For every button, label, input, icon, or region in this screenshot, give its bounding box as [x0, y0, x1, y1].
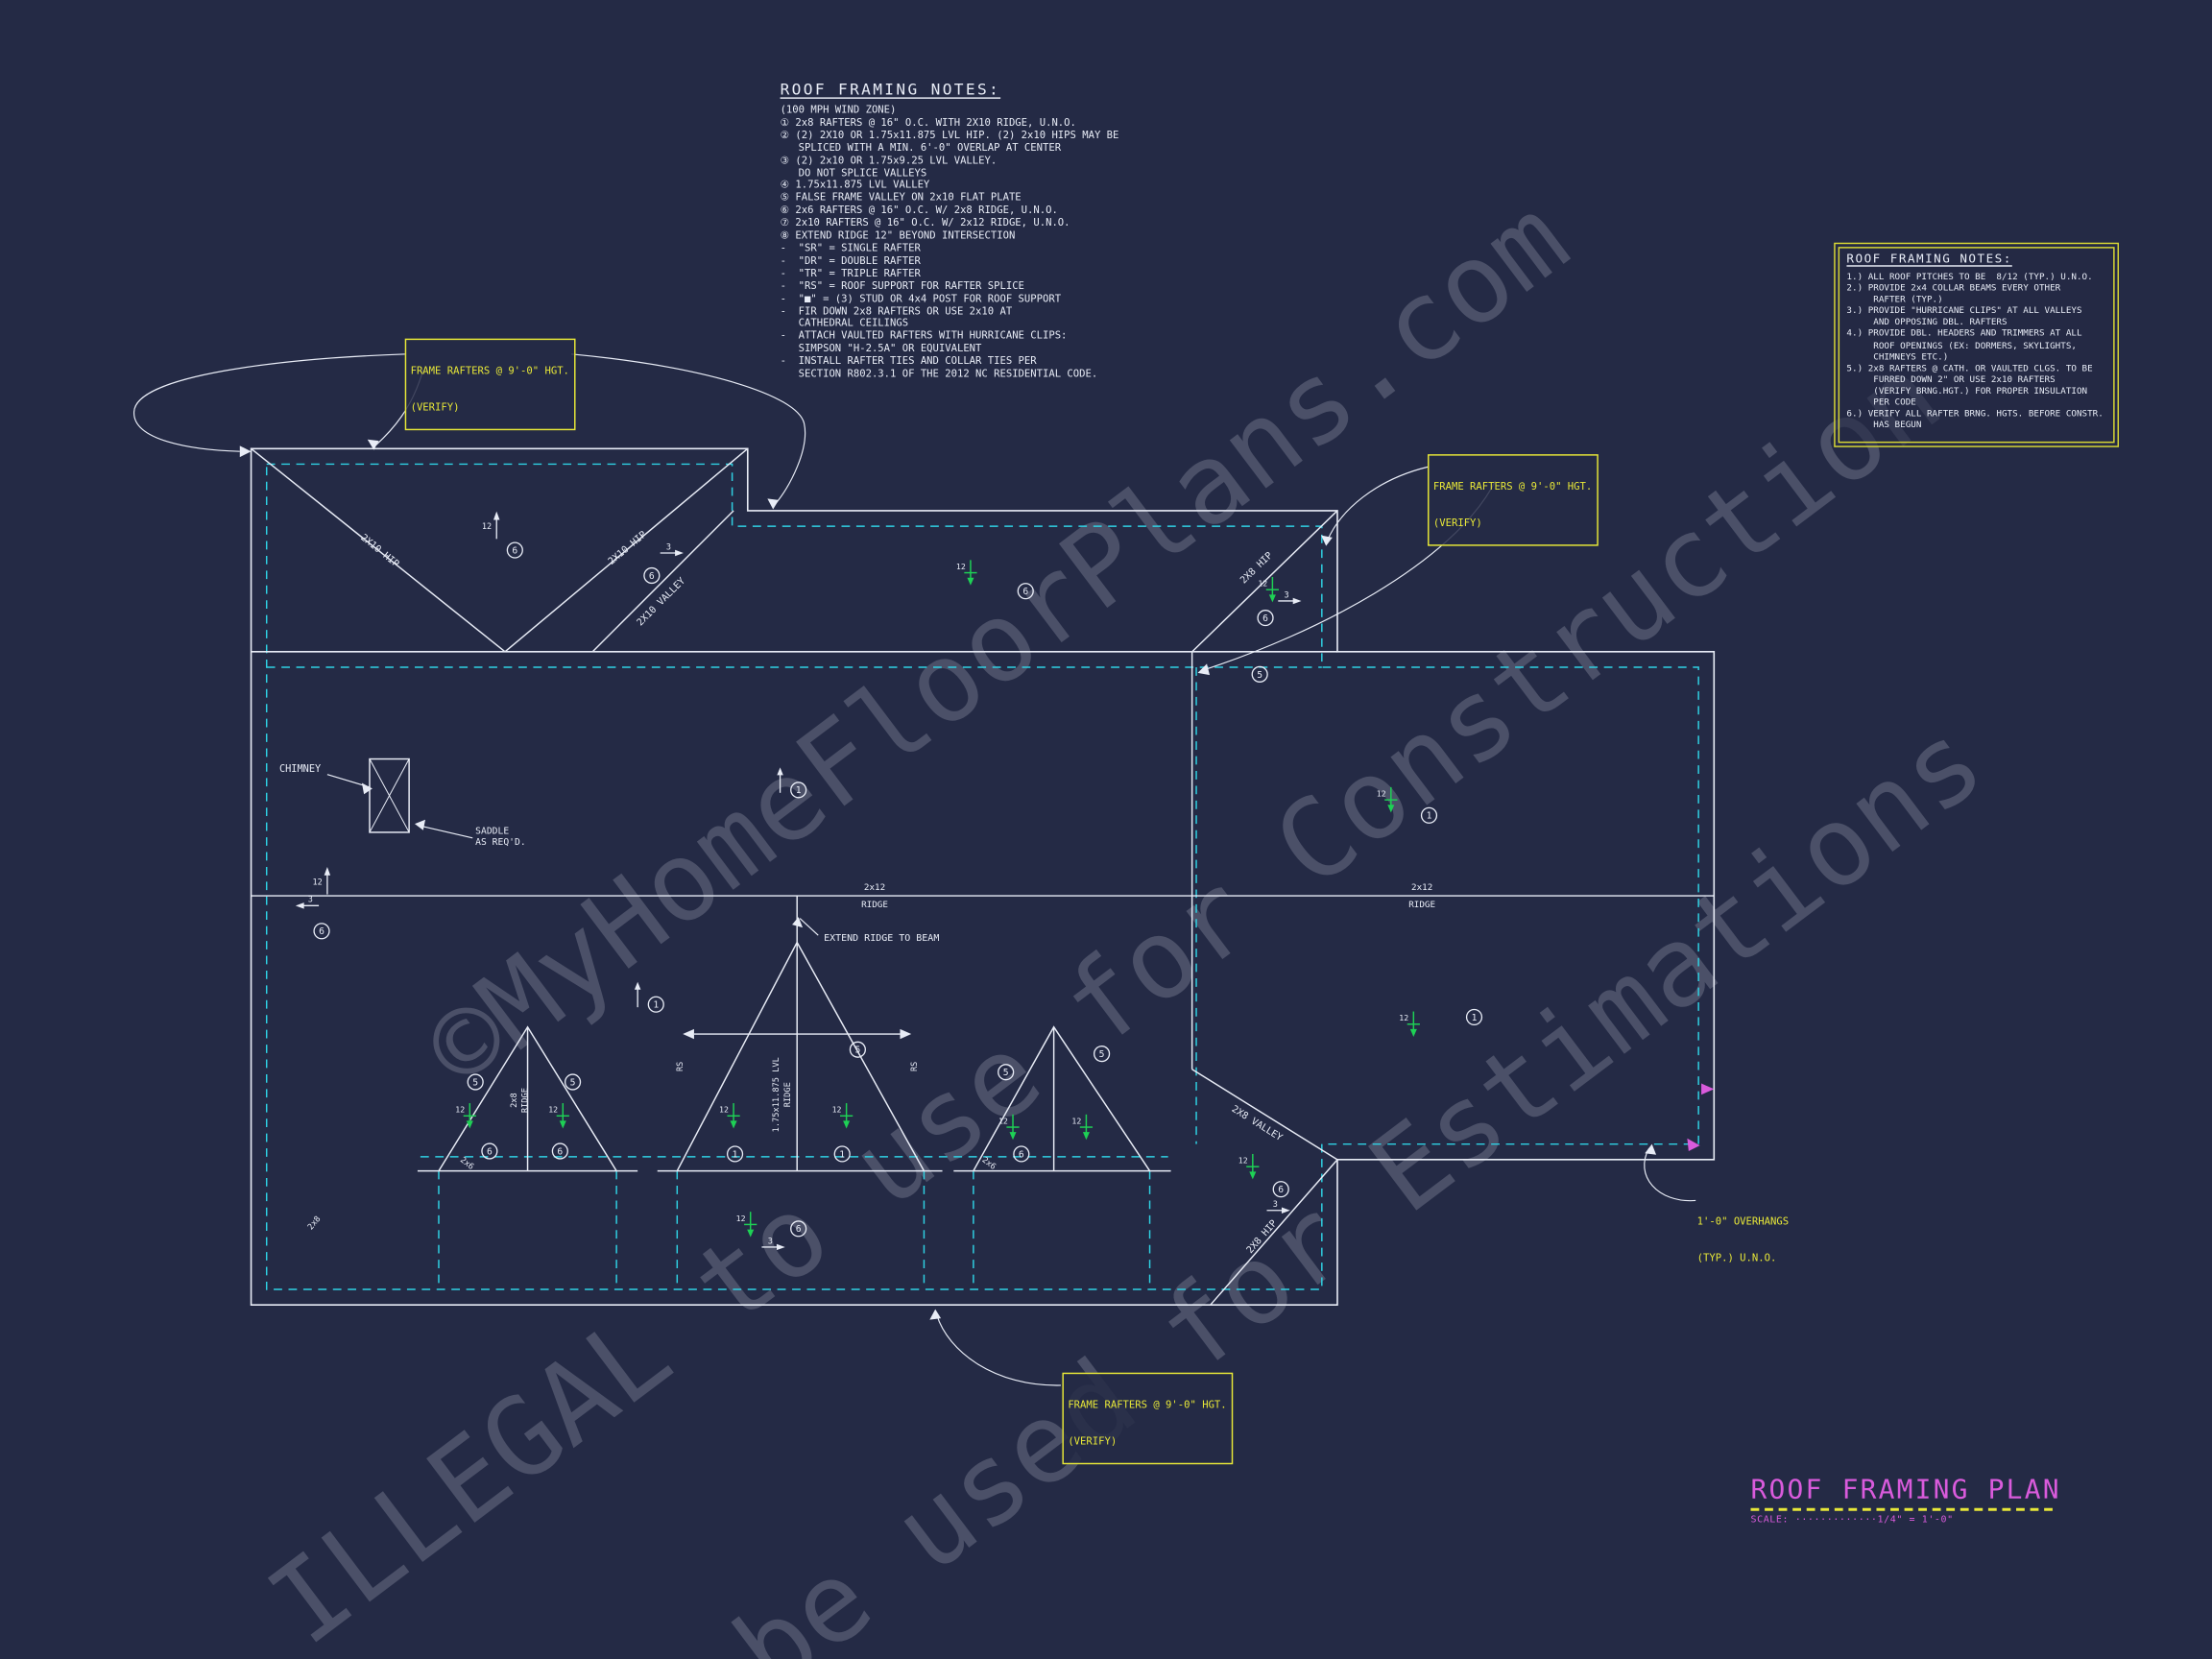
note-line: - "TR" = TRIPLE RAFTER: [780, 266, 921, 279]
note-line: FURRED DOWN 2" OR USE 2x10 RAFTERS: [1846, 374, 2056, 385]
callout-line-1: FRAME RAFTERS @ 9'-0" HGT.: [410, 364, 569, 377]
notes-title: ROOF FRAMING NOTES:: [780, 80, 1001, 99]
wall-dashed-lines: [265, 463, 1699, 1290]
note-line: ⑥ 2x6 RAFTERS @ 16" O.C. W/ 2x8 RIDGE, U…: [780, 203, 1058, 217]
frame-rafters-callout-bottom: FRAME RAFTERS @ 9'-0" HGT. (VERIFY): [1062, 1372, 1233, 1465]
note-line: 3.) PROVIDE "HURRICANE CLIPS" AT ALL VAL…: [1846, 306, 2082, 317]
rs-label: RS: [676, 1062, 685, 1071]
overhang-note: 1'-0" OVERHANGS (TYP.) U.N.O.: [1697, 1192, 1789, 1277]
note-line: ROOF OPENINGS (EX: DORMERS, SKYLIGHTS,: [1846, 340, 2077, 351]
valley-line: [1191, 1069, 1338, 1161]
structure-lines: [251, 447, 1715, 1306]
hip-2x10-label: 2X10 HIP: [358, 533, 400, 570]
note-line: ④ 1.75x11.875 LVL VALLEY: [780, 178, 930, 192]
rs-label: RS: [910, 1062, 920, 1071]
note-line: ⑧ EXTEND RIDGE 12" BEYOND INTERSECTION: [780, 228, 1016, 242]
extend-ridge-label: EXTEND RIDGE TO BEAM: [824, 933, 939, 944]
note-line: ② (2) 2X10 OR 1.75x11.875 LVL HIP. (2) 2…: [780, 128, 1119, 141]
sheet-title: ROOF FRAMING PLAN: [1750, 1474, 2061, 1505]
callout-line-2: (VERIFY): [410, 400, 460, 414]
callout-line-2: (VERIFY): [1432, 516, 1482, 529]
dormer-arrowheads: [683, 1028, 912, 1040]
lvl-ridge-label-2: RIDGE: [783, 1082, 793, 1107]
ridge-size-label: 2x12: [1411, 882, 1432, 893]
saddle-label-1: SADDLE: [475, 826, 509, 836]
leader-arrowheads: [239, 439, 1657, 1320]
note-line: (VERIFY BRNG.HGT.) FOR PROPER INSULATION: [1846, 386, 2088, 397]
saddle-label-2: AS REQ'D.: [475, 837, 526, 848]
chimney-label: CHIMNEY: [279, 763, 321, 775]
callout-line-1: FRAME RAFTERS @ 9'-0" HGT.: [1068, 1398, 1227, 1411]
overhang-line-1: 1'-0" OVERHANGS: [1696, 1214, 1790, 1228]
note-line: 5.) 2x8 RAFTERS @ CATH. OR VAULTED CLGS.…: [1846, 363, 2093, 374]
roof-outline: [250, 447, 1716, 1306]
ridge-word-label: RIDGE: [861, 900, 888, 910]
note-line: 4.) PROVIDE DBL. HEADERS AND TRIMMERS AT…: [1846, 329, 2082, 340]
note-line: - "RS" = ROOF SUPPORT FOR RAFTER SPLICE: [780, 278, 1024, 292]
overhang-line-2: (TYP.) U.N.O.: [1696, 1251, 1777, 1264]
notes-box-title: ROOF FRAMING NOTES:: [1846, 252, 2012, 267]
overhang-arrows: [1687, 1083, 1715, 1152]
note-line: DO NOT SPLICE VALLEYS: [780, 165, 927, 179]
ridge-2x8-label-2: RIDGE: [521, 1088, 531, 1113]
title-block: ROOF FRAMING PLAN SCALE: ·············1/…: [1750, 1474, 2061, 1526]
hip-line: [251, 447, 506, 653]
rafter-2x6-label: 2x6: [458, 1155, 475, 1171]
scale-note: SCALE: ·············1/4" = 1'-0": [1750, 1513, 1954, 1526]
note-line: SPLICED WITH A MIN. 6'-0" OVERLAP AT CEN…: [780, 140, 1062, 154]
hip-line: [1210, 1159, 1338, 1306]
note-line: PER CODE: [1846, 397, 1916, 408]
ridge-size-label: 2x12: [864, 882, 885, 893]
note-line: ③ (2) 2x10 OR 1.75x9.25 LVL VALLEY.: [780, 153, 998, 166]
frame-rafters-callout-top-left: FRAME RAFTERS @ 9'-0" HGT. (VERIFY): [404, 338, 575, 431]
note-line: - ATTACH VAULTED RAFTERS WITH HURRICANE …: [780, 328, 1068, 343]
roof-framing-notes-box: ROOF FRAMING NOTES: 1.) ALL ROOF PITCHES…: [1834, 242, 2120, 448]
valley-line: [591, 510, 734, 653]
note-line: ① 2x8 RAFTERS @ 16" O.C. WITH 2X10 RIDGE…: [780, 115, 1076, 129]
note-line: CATHEDRAL CEILINGS: [780, 316, 909, 329]
roof-framing-notes-main: ROOF FRAMING NOTES: (100 MPH WIND ZONE) …: [781, 81, 1119, 381]
note-line: - "SR" = SINGLE RAFTER: [780, 241, 921, 254]
note-line: - "DR" = DOUBLE RAFTER: [780, 253, 921, 267]
note-line: - INSTALL RAFTER TIES AND COLLAR TIES PE…: [780, 353, 1037, 368]
note-line: - "■" = (3) STUD OR 4x4 POST FOR ROOF SU…: [780, 291, 1062, 304]
note-line: 6.) VERIFY ALL RAFTER BRNG. HGTS. BEFORE…: [1846, 409, 2104, 420]
rafter-2x8-label: 2x8: [306, 1214, 324, 1232]
hip-2x8-label: 2X8 HIP: [1238, 550, 1275, 586]
notes-box-inner-border: ROOF FRAMING NOTES: 1.) ALL ROOF PITCHES…: [1838, 247, 2115, 444]
note-line: RAFTER (TYP.): [1846, 295, 1943, 305]
note-line: SECTION R802.3.1 OF THE 2012 NC RESIDENT…: [780, 367, 1098, 380]
note-line: 1.) ALL ROOF PITCHES TO BE 8/12 (TYP.) U…: [1846, 272, 2093, 282]
note-line: AND OPPOSING DBL. RAFTERS: [1846, 318, 2008, 328]
note-line: HAS BEGUN: [1846, 421, 1922, 431]
note-line: CHIMNEYS ETC.): [1846, 351, 1949, 363]
ridge-word-label: RIDGE: [1408, 900, 1435, 910]
lvl-ridge-label-1: 1.75x11.875 LVL: [772, 1057, 781, 1132]
note-line: 2.) PROVIDE 2x4 COLLAR BEAMS EVERY OTHER: [1846, 283, 2061, 294]
ridge-2x8-label-1: 2x8: [510, 1093, 519, 1108]
title-underline: [1750, 1507, 2053, 1511]
note-line: - FIR DOWN 2x8 RAFTERS OR USE 2x10 AT: [780, 303, 1013, 317]
note-line: ⑤ FALSE FRAME VALLEY ON 2x10 FLAT PLATE: [780, 190, 1022, 204]
hip-2x10-label: 2X10 HIP: [607, 529, 649, 566]
note-line: SIMPSON "H-2.5A" OR EQUIVALENT: [780, 341, 982, 355]
note-line: (100 MPH WIND ZONE): [780, 103, 897, 116]
frame-rafters-callout-top-right: FRAME RAFTERS @ 9'-0" HGT. (VERIFY): [1428, 454, 1599, 546]
note-line: ⑦ 2x10 RAFTERS @ 16" O.C. W/ 2x12 RIDGE,…: [780, 216, 1070, 229]
hip-line: [504, 447, 749, 653]
callout-line-2: (VERIFY): [1068, 1434, 1118, 1448]
callout-line-1: FRAME RAFTERS @ 9'-0" HGT.: [1432, 479, 1593, 493]
chimney: [369, 757, 410, 833]
